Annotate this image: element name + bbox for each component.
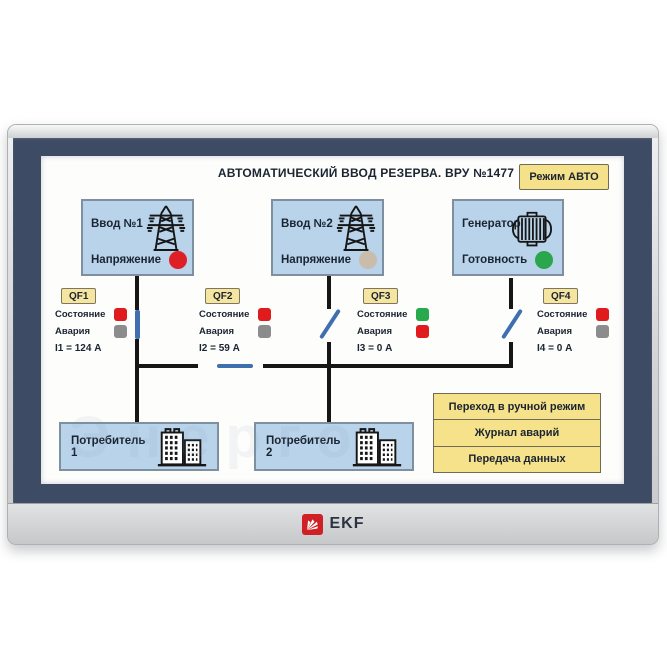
bus-line-right	[263, 364, 513, 368]
source-status-label: Напряжение	[91, 254, 162, 266]
source-status-label: Напряжение	[281, 254, 352, 266]
fault-indicator	[258, 325, 271, 338]
source-name: Ввод №1	[91, 218, 143, 230]
qf4-breaker-open-symbol	[501, 308, 523, 340]
fault-indicator	[416, 325, 429, 338]
consumer-box-1: Потребитель 1	[59, 422, 219, 471]
state-label: Состояние	[537, 309, 588, 320]
status-lamp	[169, 251, 188, 269]
source-status-label: Готовность	[462, 254, 528, 266]
power-line-input2-lower	[327, 342, 331, 422]
hmi-screen: АВТОМАТИЧЕСКИЙ ВВОД РЕЗЕРВА. ВРУ №1477 Р…	[41, 156, 624, 484]
status-lamp	[359, 251, 378, 269]
breaker-group-qf1: QF1 Состояние Авария I1 = 124 А	[55, 288, 127, 354]
breaker-group-qf3: QF3 Состояние Авария I3 = 0 А	[357, 288, 429, 354]
bus-line-left	[135, 364, 198, 368]
power-tower-icon	[144, 204, 188, 252]
power-line-generator-lower	[509, 342, 513, 368]
alarm-log-button[interactable]: Журнал аварий	[434, 419, 600, 445]
brand-name: EKF	[329, 515, 365, 532]
qf2-breaker-closed-symbol	[217, 364, 253, 368]
source-name: Ввод №2	[281, 218, 333, 230]
current-readout: I1 = 124 А	[55, 343, 102, 354]
fault-label: Авария	[537, 326, 573, 337]
consumer-name: Потребитель 1	[71, 434, 146, 459]
qf1-breaker-closed-symbol	[135, 310, 140, 339]
fault-label: Авария	[199, 326, 235, 337]
state-indicator	[258, 308, 271, 321]
fault-label: Авария	[55, 326, 91, 337]
power-line-input2-upper	[327, 276, 331, 309]
breaker-group-qf4: QF4 Состояние Авария I4 = 0 А	[537, 288, 609, 354]
power-line-generator-upper	[509, 278, 513, 309]
qf3-breaker-open-symbol	[319, 308, 341, 340]
mode-badge: Режим АВТО	[519, 164, 609, 190]
breaker-tag: QF4	[543, 288, 579, 304]
breaker-tag: QF1	[61, 288, 97, 304]
source-box-generator: Генератор Готовность	[452, 199, 564, 276]
fault-indicator	[596, 325, 609, 338]
source-name: Генератор	[462, 218, 521, 230]
breaker-tag: QF3	[363, 288, 399, 304]
consumer-box-2: Потребитель 2	[254, 422, 414, 471]
ekf-logo-icon	[301, 513, 323, 535]
breaker-tag: QF2	[205, 288, 241, 304]
generator-icon	[505, 210, 559, 250]
fault-label: Авария	[357, 326, 393, 337]
page-title: АВТОМАТИЧЕСКИЙ ВВОД РЕЗЕРВА. ВРУ №1477	[217, 166, 515, 180]
building-icon	[349, 427, 405, 467]
screen-bezel: АВТОМАТИЧЕСКИЙ ВВОД РЕЗЕРВА. ВРУ №1477 Р…	[13, 138, 652, 503]
source-box-input2: Ввод №2 Напряжение	[271, 199, 384, 276]
breaker-group-qf2: QF2 Состояние Авария I2 = 59 А	[199, 288, 271, 354]
state-indicator	[596, 308, 609, 321]
building-icon	[154, 427, 210, 467]
source-box-input1: Ввод №1 Напряжение	[81, 199, 194, 276]
fault-indicator	[114, 325, 127, 338]
current-readout: I4 = 0 А	[537, 343, 573, 354]
data-transfer-button[interactable]: Передача данных	[434, 445, 600, 472]
state-label: Состояние	[55, 309, 106, 320]
consumer-name: Потребитель 2	[266, 434, 341, 459]
current-readout: I2 = 59 А	[199, 343, 240, 354]
state-indicator	[114, 308, 127, 321]
state-label: Состояние	[199, 309, 250, 320]
status-lamp	[535, 251, 554, 269]
power-tower-icon	[334, 204, 378, 252]
current-readout: I3 = 0 А	[357, 343, 393, 354]
command-button-panel: Переход в ручной режим Журнал аварий Пер…	[433, 393, 601, 473]
power-line-input1-lower	[135, 339, 139, 422]
manual-mode-button[interactable]: Переход в ручной режим	[434, 394, 600, 419]
state-indicator	[416, 308, 429, 321]
hmi-panel-device: АВТОМАТИЧЕСКИЙ ВВОД РЕЗЕРВА. ВРУ №1477 Р…	[7, 124, 659, 545]
device-top-frame	[8, 125, 658, 138]
device-bottom-band: EKF	[8, 503, 658, 544]
state-label: Состояние	[357, 309, 408, 320]
power-line-input1-upper	[135, 276, 139, 310]
